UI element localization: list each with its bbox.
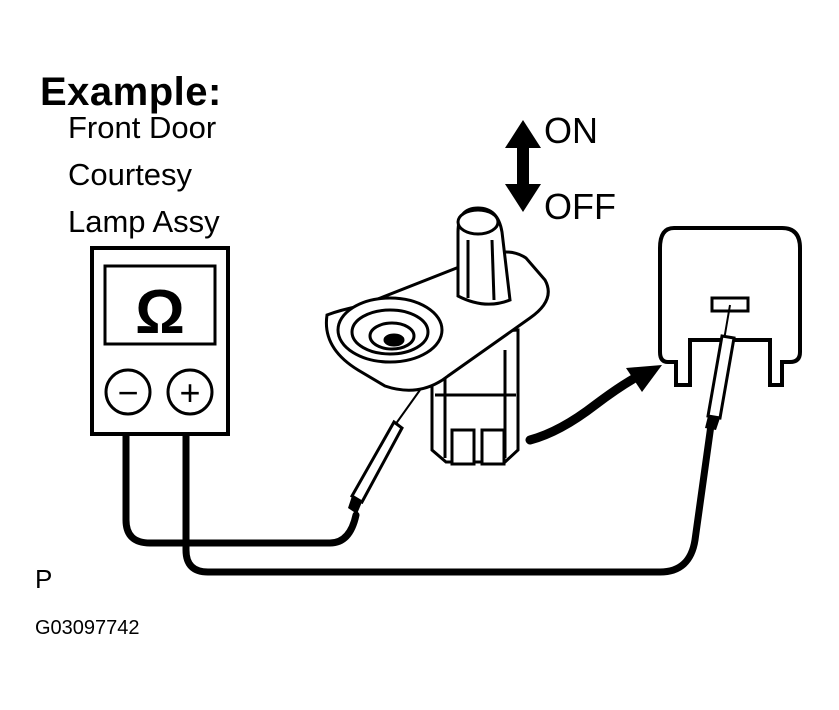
figure-code: G03097742 [35, 617, 140, 639]
ohm-symbol: Ω [135, 278, 185, 347]
negative-terminal [104, 368, 152, 416]
on-label: ON [544, 110, 598, 151]
caption-line-1: Front Door [68, 110, 217, 145]
connector-terminal [710, 296, 750, 313]
caption-line-2: Courtesy [68, 157, 193, 192]
page-mark: P [35, 564, 53, 594]
ohmmeter-display [103, 264, 217, 346]
red-test-lead [182, 421, 715, 576]
off-label: OFF [544, 186, 616, 227]
plus-sign: + [179, 372, 200, 413]
switch-test-probe [348, 389, 421, 514]
courtesy-lamp-switch [324, 206, 550, 466]
connector-test-probe [705, 304, 736, 430]
positive-terminal [166, 368, 214, 416]
direction-arrow [525, 370, 645, 445]
caption-line-3: Lamp Assy [68, 204, 220, 239]
minus-sign: − [117, 372, 138, 413]
direction-arrowhead [626, 365, 662, 392]
ohmmeter: Ω − + [90, 246, 230, 436]
on-off-arrow [505, 120, 541, 212]
black-test-lead [122, 428, 360, 547]
example-heading: Example: [40, 70, 222, 114]
